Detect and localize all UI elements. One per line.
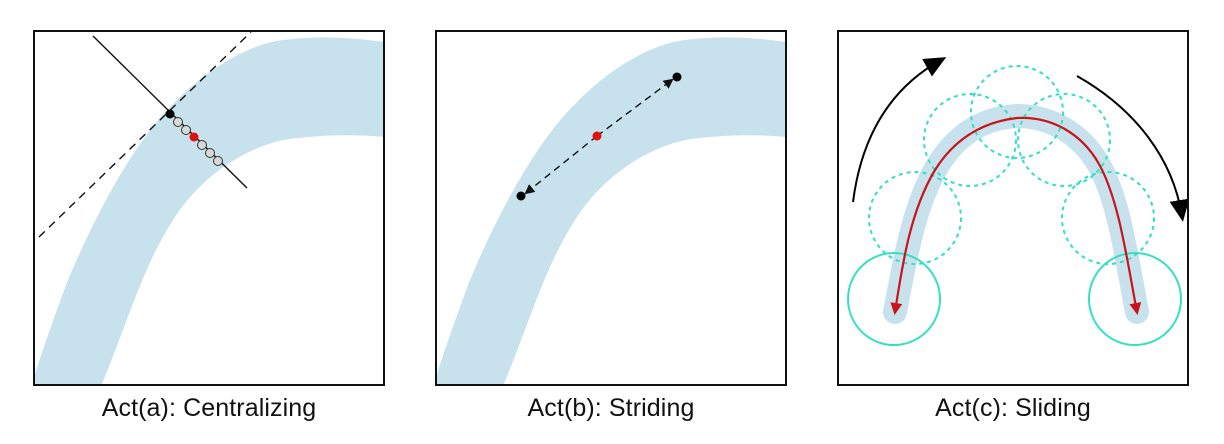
sample-point: [181, 125, 191, 135]
vessel-region: [34, 37, 384, 385]
sample-point: [173, 117, 183, 127]
panel-frame: [435, 30, 787, 386]
striding-diagram: [435, 30, 787, 386]
stride-endpoint: [516, 191, 526, 201]
panel-frame: [33, 30, 385, 386]
centralizing-diagram: [33, 30, 385, 386]
left-direction-arrow: [852, 57, 947, 203]
panel-sliding: [837, 30, 1189, 386]
panel-frame: [837, 30, 1189, 386]
end-circle: [1088, 252, 1182, 346]
sliding-window-circle: [970, 65, 1064, 159]
stride-endpoint: [672, 72, 682, 82]
sliding-diagram: [837, 30, 1189, 386]
centerline-path: [890, 116, 1142, 315]
panel-centralizing: [33, 30, 385, 386]
sliding-window-circle: [1017, 93, 1111, 187]
vessel-region: [436, 37, 786, 385]
right-direction-arrow: [1076, 75, 1189, 222]
stride-arrow-forward: [596, 78, 674, 137]
center-point: [189, 132, 199, 142]
vessel-region: [883, 103, 1149, 324]
sample-point: [213, 156, 223, 166]
center-point: [592, 131, 602, 141]
sliding-window-circle: [923, 93, 1017, 187]
panel-striding: [435, 30, 787, 386]
sliding-window-circle: [868, 171, 962, 265]
caption-striding: Act(b): Striding: [527, 394, 695, 422]
sliding-window-circle: [1061, 171, 1155, 265]
tangent-dashed-line: [38, 31, 252, 238]
sample-point: [205, 148, 215, 158]
caption-centralizing: Act(a): Centralizing: [101, 394, 317, 422]
sample-point: [197, 140, 207, 150]
stride-arrow-backward: [524, 135, 598, 195]
start-circle: [847, 252, 941, 346]
caption-sliding: Act(c): Sliding: [935, 394, 1091, 422]
boundary-point: [165, 109, 175, 119]
